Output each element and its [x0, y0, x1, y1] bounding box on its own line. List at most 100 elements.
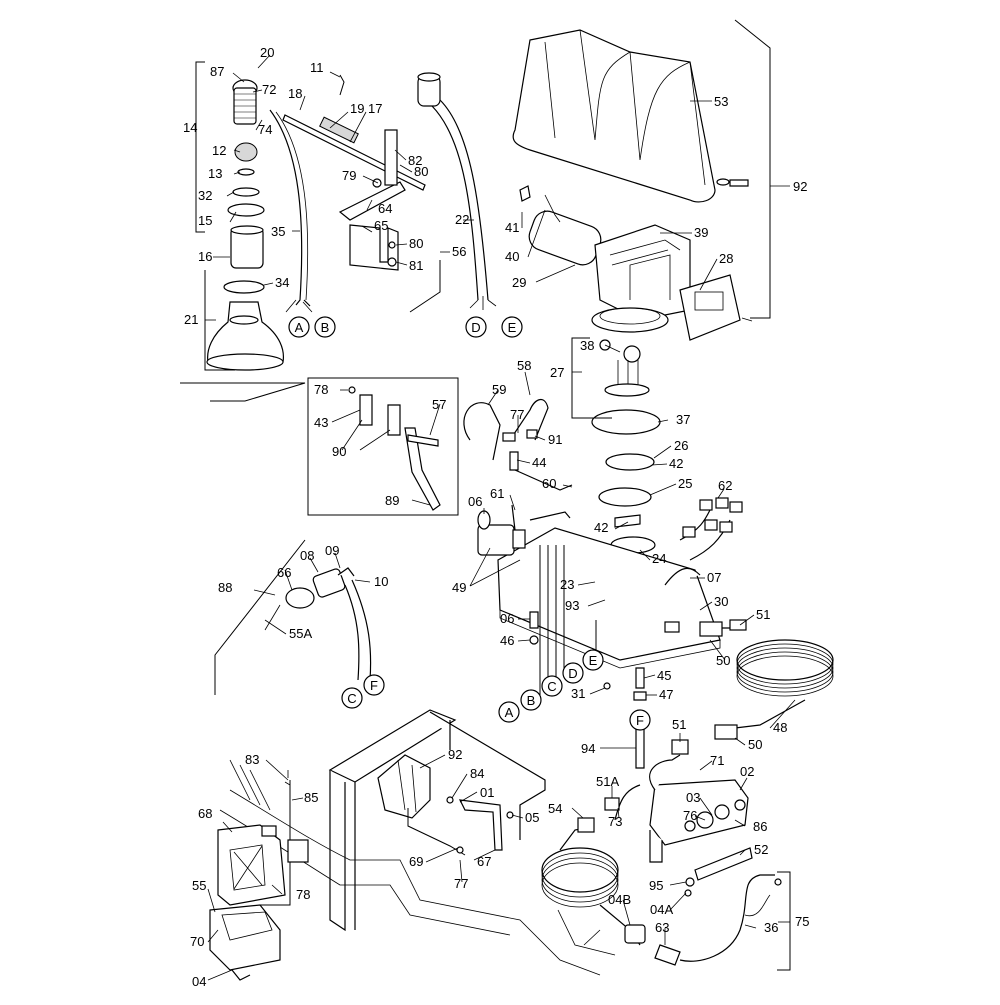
callout-label: 09 — [325, 543, 339, 558]
callout-label: 13 — [208, 166, 222, 181]
callout-label: 95 — [649, 878, 663, 893]
connector-letter: E — [589, 653, 598, 668]
artwork — [180, 19, 834, 981]
callout-label: 04 — [192, 974, 206, 989]
callout-label: 53 — [714, 94, 728, 109]
connector-letter-circle: D — [465, 316, 487, 338]
callout-label: 47 — [659, 687, 673, 702]
valve-08 — [312, 568, 346, 598]
callout-label: 50 — [716, 653, 730, 668]
jerrycan-52 — [217, 824, 286, 906]
plug-50 — [699, 621, 723, 637]
callout-label: 69 — [409, 854, 423, 869]
hose-60 — [514, 469, 573, 491]
hose-59 — [463, 402, 501, 461]
post-frame — [329, 770, 346, 932]
callout-label: 01 — [480, 785, 494, 800]
callout-label: 39 — [694, 225, 708, 240]
connector-letter-circle: B — [520, 689, 542, 711]
bracket-82 — [384, 129, 398, 186]
callout-label: 43 — [314, 415, 328, 430]
part-34-ring — [223, 280, 265, 294]
cable-coil-04 — [541, 847, 619, 893]
callout-label: 71 — [710, 753, 724, 768]
cable-10 — [344, 579, 372, 681]
cable-coil-48 — [736, 639, 834, 681]
callout-label: 54 — [548, 801, 562, 816]
part-32-shape — [232, 187, 260, 197]
callout-label: 88 — [218, 580, 232, 595]
inset-frame — [307, 377, 459, 516]
callout-label: 49 — [452, 580, 466, 595]
callout-label: 79 — [342, 168, 356, 183]
callout-label: 78 — [296, 887, 310, 902]
callout-label: 57 — [432, 397, 446, 412]
callout-label: 74 — [258, 122, 272, 137]
callout-label: 17 — [368, 101, 382, 116]
callout-label: 04A — [650, 902, 673, 917]
lever-89 — [404, 427, 441, 511]
callout-label: 62 — [718, 478, 732, 493]
connector-letter: B — [321, 320, 330, 335]
callout-label: 36 — [764, 920, 778, 935]
callout-label: 70 — [190, 934, 204, 949]
callout-label: 24 — [652, 551, 666, 566]
clip-65 — [349, 224, 399, 271]
part-15-shape — [227, 203, 265, 217]
callout-label: 26 — [674, 438, 688, 453]
callout-label: 44 — [532, 455, 546, 470]
callout-label: 02 — [740, 764, 754, 779]
callout-label: 87 — [210, 64, 224, 79]
callout-label: 04B — [608, 892, 631, 907]
callout-label: 32 — [198, 188, 212, 203]
callout-label: 11 — [310, 60, 324, 75]
connector-letter: D — [568, 666, 577, 681]
callout-label: 48 — [773, 720, 787, 735]
callout-label: 07 — [707, 570, 721, 585]
part-12-shape — [234, 142, 258, 162]
callout-label: 56 — [452, 244, 466, 259]
callout-label: 86 — [753, 819, 767, 834]
control-box-71 — [649, 779, 749, 846]
callout-label: 76 — [683, 808, 697, 823]
callout-label: 67 — [477, 854, 491, 869]
callout-label: 06 — [468, 494, 482, 509]
cover-53 — [512, 29, 716, 203]
callout-label: 92 — [793, 179, 807, 194]
callout-label: 84 — [470, 766, 484, 781]
callout-label: 77 — [510, 407, 524, 422]
connector-letter: C — [347, 691, 356, 706]
callout-label: 41 — [505, 220, 519, 235]
disk-25 — [598, 487, 652, 507]
callout-label: 58 — [517, 358, 531, 373]
wire-71 — [649, 754, 681, 791]
connector-letter: C — [547, 679, 556, 694]
rod-94 — [635, 727, 645, 769]
callout-label: 34 — [275, 275, 289, 290]
head-39 — [594, 224, 691, 321]
callout-label: 85 — [304, 790, 318, 805]
connector-letter-circle: F — [363, 674, 385, 696]
callout-label: 15 — [198, 213, 212, 228]
strip-73 — [694, 847, 753, 881]
disk-37 — [591, 409, 661, 435]
cables-22 — [431, 99, 489, 301]
callout-label: 10 — [374, 574, 388, 589]
callout-label: 03 — [686, 790, 700, 805]
connector-letter-circle: D — [562, 662, 584, 684]
cover-92-small — [377, 754, 431, 819]
callout-label: 27 — [550, 365, 564, 380]
connector-letter-circle: A — [498, 701, 520, 723]
callout-label: 42 — [594, 520, 608, 535]
connector-letter-circle: C — [341, 687, 363, 709]
callout-label: 45 — [657, 668, 671, 683]
callout-label: 59 — [492, 382, 506, 397]
callout-label: 12 — [212, 143, 226, 158]
callout-label: 55 — [192, 878, 206, 893]
callout-label: 60 — [542, 476, 556, 491]
callout-label: 29 — [512, 275, 526, 290]
callout-label: 14 — [183, 120, 197, 135]
connector-letter: A — [295, 320, 304, 335]
